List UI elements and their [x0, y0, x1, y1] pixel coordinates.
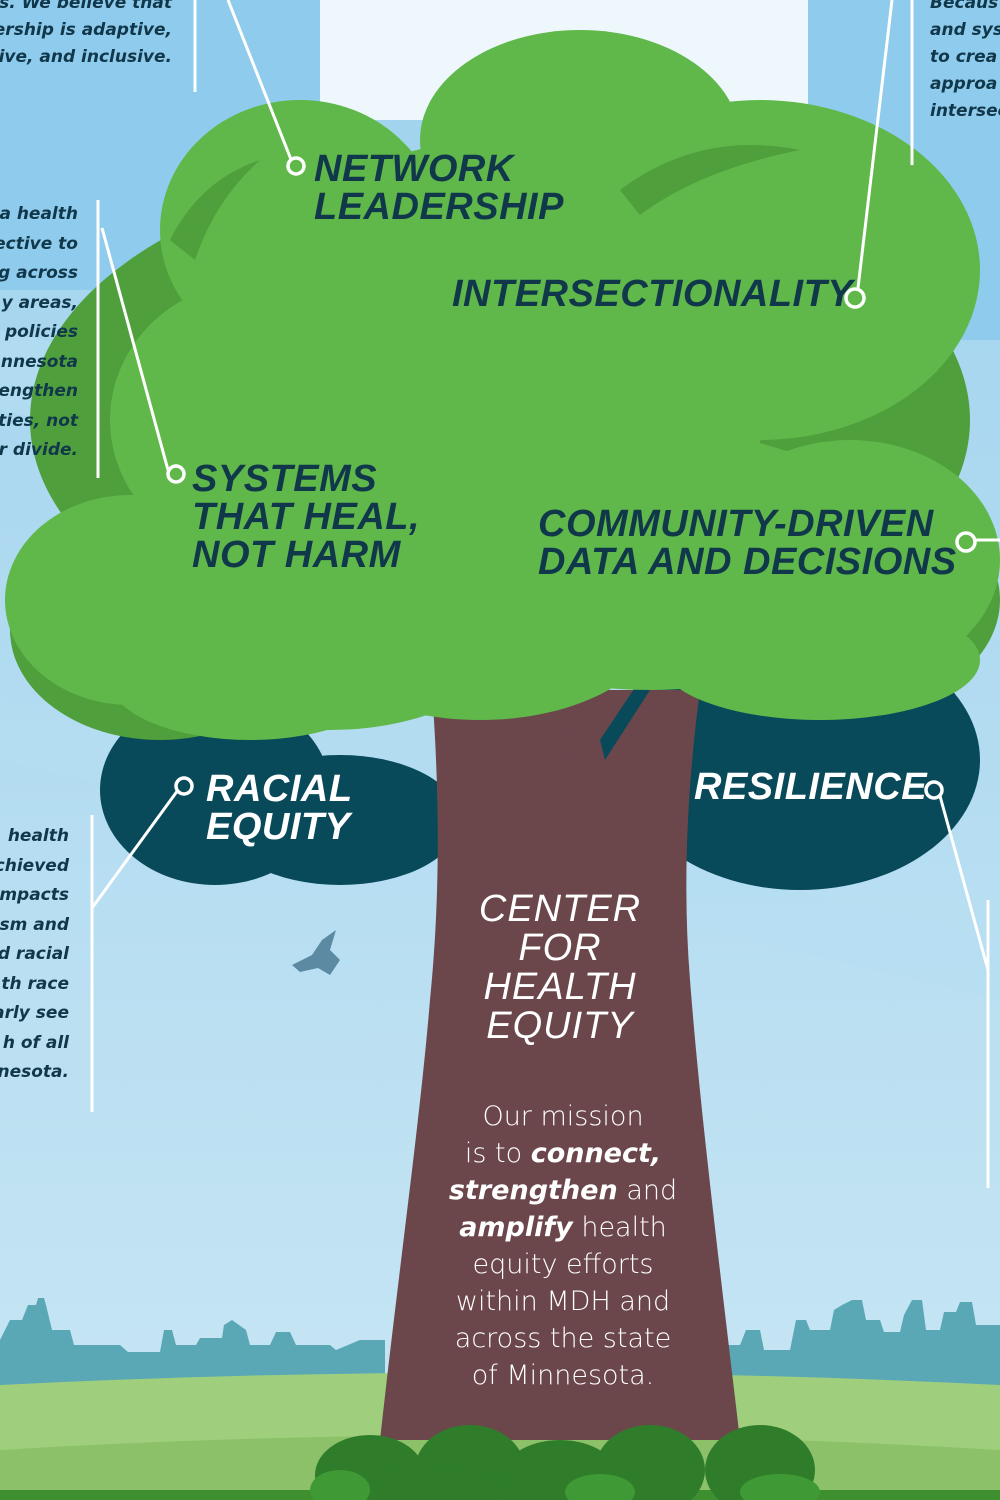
desc-line: ective to — [0, 233, 78, 254]
desc-line: to crea — [930, 47, 998, 67]
label-line: NETWORK — [314, 148, 514, 190]
canopy-swoosh — [170, 160, 260, 260]
marker-resilience — [924, 780, 944, 800]
desc-line: a health — [0, 204, 78, 224]
desc-line: ties, not — [0, 410, 78, 431]
label-line: RACIAL — [206, 768, 353, 810]
desc-line: h of all — [2, 1032, 69, 1053]
marker-network — [286, 156, 306, 176]
desc-line: policies — [4, 322, 78, 342]
trunk-branch-dark — [600, 680, 650, 760]
title-line: CENTER — [478, 888, 642, 930]
mission-line: is to connect, — [440, 1135, 686, 1172]
mission-line: equity efforts — [472, 1249, 654, 1280]
racial-equity-description: health chieved mpacts sm and d racial th… — [0, 822, 69, 1088]
label-markers — [166, 156, 977, 553]
marker-systems — [166, 464, 186, 484]
desc-line: arly see — [0, 1003, 69, 1023]
mission-line: within MDH and — [455, 1286, 671, 1317]
desc-line: y areas, — [1, 292, 78, 313]
mission-statement: Our mission is to connect, strengthen an… — [440, 1098, 686, 1394]
desc-line: health — [7, 826, 69, 846]
desc-line: s. We believe that — [0, 0, 172, 13]
desc-line: chieved — [0, 855, 69, 876]
leader-lines — [90, 0, 1000, 1188]
label-intersectionality: INTERSECTIONALITY — [452, 275, 853, 313]
mission-text: is to — [464, 1138, 523, 1169]
desc-line: d racial — [0, 944, 69, 964]
label-line: RESILIENCE — [694, 766, 928, 808]
desc-line: Becaus — [930, 0, 999, 13]
marker-racial — [174, 776, 194, 796]
label-line: INTERSECTIONALITY — [452, 273, 854, 315]
label-community-driven: COMMUNITY-DRIVEN DATA AND DECISIONS — [538, 505, 957, 581]
mission-line: Our mission — [482, 1101, 644, 1132]
tree-trunk — [380, 690, 740, 1440]
mission-emphasis: amplify — [459, 1212, 573, 1243]
label-resilience: RESILIENCE — [694, 768, 927, 806]
desc-line: ership is adaptive, — [0, 20, 172, 40]
marker-intersectionality — [844, 287, 866, 309]
bushes-light — [310, 1470, 820, 1500]
label-line: LEADERSHIP — [314, 186, 564, 228]
intersectionality-description: Becaus and sys to crea approa intersec — [930, 0, 1000, 125]
desc-line: th race — [1, 973, 69, 994]
desc-line: ive, and inclusive. — [0, 47, 172, 67]
desc-line: approa — [930, 74, 998, 94]
desc-line: nnesota — [0, 351, 78, 372]
mission-emphasis: strengthen — [448, 1175, 618, 1206]
desc-line: mpacts — [0, 885, 69, 905]
label-line: SYSTEMS — [192, 458, 378, 500]
label-systems-that-heal: SYSTEMS THAT HEAL, NOT HARM — [192, 460, 420, 574]
systems-description: a health ective to g across y areas, pol… — [0, 200, 78, 466]
desc-line: sm and — [0, 914, 69, 935]
center-title: CENTER FOR HEALTH EQUITY — [440, 890, 680, 1046]
desc-line: and sys — [930, 20, 1000, 40]
label-line: DATA AND DECISIONS — [538, 541, 957, 583]
desc-line: nesota. — [0, 1062, 69, 1082]
mission-line: strengthen and — [440, 1172, 686, 1209]
canopy-swoosh — [620, 145, 800, 215]
mission-emphasis: connect, — [530, 1138, 662, 1169]
bird — [292, 930, 340, 975]
label-network-leadership: NETWORK LEADERSHIP — [314, 150, 564, 226]
title-line: HEALTH — [483, 966, 637, 1008]
mission-line: across the state — [454, 1323, 672, 1354]
mission-text: health — [581, 1212, 667, 1243]
label-line: THAT HEAL, — [192, 496, 421, 538]
dark-canopy — [100, 630, 980, 890]
desc-line: g across — [0, 263, 78, 283]
label-racial-equity: RACIAL EQUITY — [206, 770, 353, 846]
marker-community — [955, 531, 977, 553]
city-skyline — [0, 1298, 1000, 1400]
network-description: s. We believe that ership is adaptive, i… — [0, 0, 172, 71]
label-line: COMMUNITY-DRIVEN — [538, 503, 934, 545]
title-line: EQUITY — [486, 1005, 634, 1047]
label-line: NOT HARM — [192, 534, 401, 576]
desc-line: intersec — [930, 101, 1000, 121]
mission-text: and — [626, 1175, 678, 1206]
title-line: FOR — [518, 927, 602, 969]
mission-line: of Minnesota. — [471, 1360, 655, 1391]
mission-line: amplify health — [440, 1209, 686, 1246]
desc-line: engthen — [0, 381, 78, 401]
desc-line: r divide. — [0, 440, 78, 460]
label-line: EQUITY — [206, 806, 351, 848]
